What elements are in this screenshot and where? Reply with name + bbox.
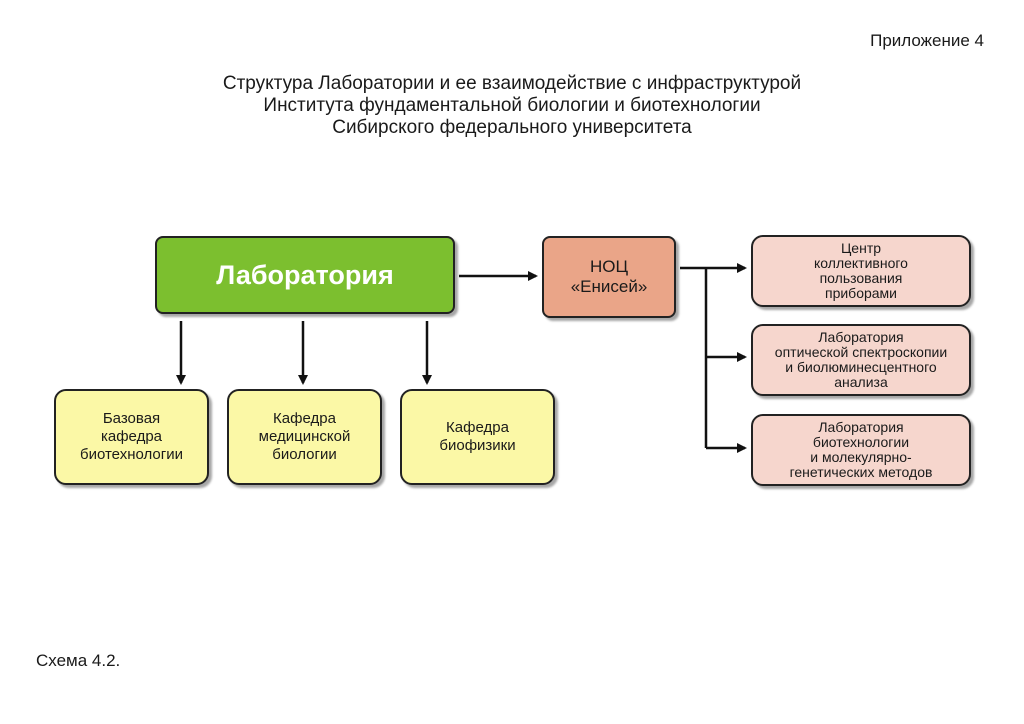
node-noc-label: НОЦ «Енисей» xyxy=(570,257,648,296)
node-laboratory: Лаборатория xyxy=(155,236,455,314)
node-dept-biotech-label: Базовая кафедра биотехнологии xyxy=(80,410,183,463)
title-line-2: Института фундаментальной биологии и био… xyxy=(263,95,761,116)
node-lab-molgen-label: Лаборатория биотехнологии и молекулярно-… xyxy=(789,419,933,480)
node-laboratory-label: Лаборатория xyxy=(216,259,394,290)
appendix-label: Приложение 4 xyxy=(870,31,984,50)
node-center-shared: Центр коллективного пользования приборам… xyxy=(751,235,971,307)
node-center-shared-label: Центр коллективного пользования приборам… xyxy=(814,240,908,301)
scheme-caption: Схема 4.2. xyxy=(36,651,121,670)
node-lab-molgen: Лаборатория биотехнологии и молекулярно-… xyxy=(751,414,971,486)
node-dept-medbio-label: Кафедра медицинской биологии xyxy=(258,410,351,463)
title-line-1: Структура Лаборатории и ее взаимодействи… xyxy=(222,73,802,94)
node-dept-biophys: Кафедра биофизики xyxy=(400,389,555,485)
node-dept-biophys-label: Кафедра биофизики xyxy=(439,419,516,454)
node-lab-optical-label: Лаборатория оптической спектроскопии и б… xyxy=(774,329,948,390)
node-noc-enisey: НОЦ «Енисей» xyxy=(542,236,676,318)
diagram-title: Структура Лаборатории и ее взаимодействи… xyxy=(0,73,1024,139)
node-dept-medbio: Кафедра медицинской биологии xyxy=(227,389,382,485)
title-line-3: Сибирского федерального университета xyxy=(332,117,692,138)
node-dept-biotech: Базовая кафедра биотехнологии xyxy=(54,389,209,485)
node-lab-optical: Лаборатория оптической спектроскопии и б… xyxy=(751,324,971,396)
